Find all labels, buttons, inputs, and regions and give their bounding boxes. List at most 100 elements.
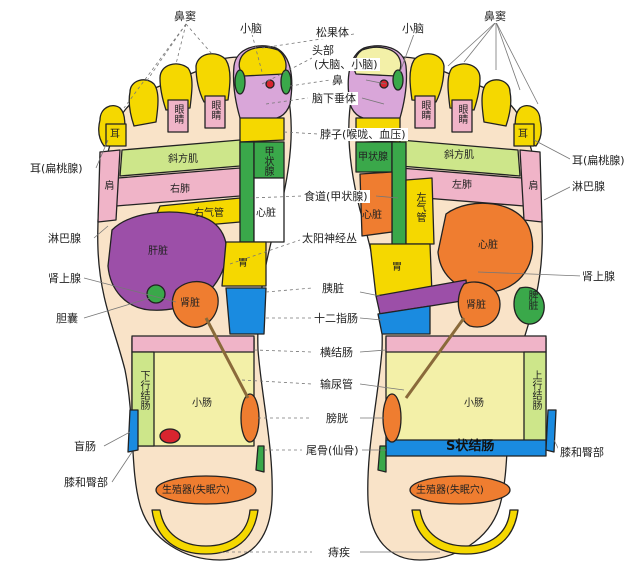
label-hemorrhoid: 痔疾 <box>326 546 352 559</box>
left-transverse-colon <box>131 335 255 353</box>
left-heart-box <box>253 177 285 243</box>
label-cerebellum-right: 小脑 <box>400 22 426 35</box>
label-gallbladder: 胆囊 <box>54 312 80 325</box>
right-heart <box>437 202 534 293</box>
leader-lines <box>83 21 583 553</box>
left-neck-band <box>239 117 285 143</box>
label-ear-left: 耳(扁桃腺) <box>28 162 85 175</box>
label-pancreas: 胰脏 <box>320 282 346 295</box>
left-thyroid-box <box>253 141 285 179</box>
label-knee-left: 膝和臀部 <box>62 476 110 489</box>
label-appendix: 盲肠 <box>72 440 98 453</box>
right-eye-box-1 <box>451 99 473 133</box>
left-region-ear: 耳 <box>110 129 120 140</box>
label-neck: 脖子(喉咙、血压) <box>318 128 408 141</box>
right-cerebellum-marker <box>392 69 404 91</box>
right-bronchus <box>405 177 435 245</box>
right-region-shoulder: 肩 <box>526 180 537 190</box>
label-head: 头部 <box>310 44 336 57</box>
label-transverse-colon: 横结肠 <box>318 346 355 359</box>
label-adrenal-right: 肾上腺 <box>580 270 617 283</box>
right-region-small-intestine: 小肠 <box>464 398 484 409</box>
right-region-trapezius: 斜方肌 <box>444 150 474 161</box>
left-kidney <box>171 280 219 328</box>
left-toe-2 <box>195 53 231 103</box>
left-region-descending-colon: 下行结肠 <box>138 370 149 410</box>
left-ureter <box>204 317 250 399</box>
left-hemorrhoid-arc <box>151 509 259 555</box>
left-stomach <box>221 241 267 287</box>
right-region-sigmoid-colon: S状结肠 <box>446 439 495 454</box>
right-region-lung: 左肺 <box>452 180 472 191</box>
label-lymph-left: 淋巴腺 <box>46 232 83 245</box>
label-sinus-left: 鼻窦 <box>172 10 198 23</box>
right-ureter <box>404 317 466 399</box>
right-ear-box <box>513 123 535 147</box>
left-bladder <box>240 393 260 443</box>
right-region-heart-small: 心脏 <box>362 210 382 221</box>
right-esophagus-strip <box>391 141 407 253</box>
left-region-heart: 心脏 <box>256 208 276 219</box>
label-coccyx: 尾骨(仙骨) <box>304 444 361 457</box>
label-adrenal-left: 肾上腺 <box>46 272 83 285</box>
label-ear-right: 耳(扁桃腺) <box>570 154 627 167</box>
left-region-kidney: 肾脏 <box>180 298 200 309</box>
left-region-bronchus: 右气管 <box>194 208 224 219</box>
left-region-shoulder: 肩 <box>102 180 113 190</box>
left-gallbladder <box>146 284 166 304</box>
right-region-ear: 耳 <box>518 129 528 140</box>
label-brain: (大脑、小脑) <box>312 58 380 71</box>
label-nose: 鼻 <box>330 74 345 87</box>
right-region-stomach: 胃 <box>392 262 402 273</box>
right-bladder <box>382 393 402 443</box>
right-toe-3 <box>447 63 481 111</box>
left-toe-3 <box>159 63 193 111</box>
right-region-kidney: 肾脏 <box>466 300 486 311</box>
right-region-heart: 心脏 <box>478 240 498 251</box>
right-heart-small <box>359 171 393 237</box>
left-region-lung: 右肺 <box>170 184 190 195</box>
right-region-spleen: 脾脏 <box>526 290 537 310</box>
left-hip-marker <box>255 445 265 473</box>
left-eye-box-2 <box>204 95 226 129</box>
left-region-eye-2: 眼睛 <box>209 100 220 120</box>
label-pineal: 松果体 <box>314 26 351 39</box>
right-region-thyroid: 甲状腺 <box>358 152 388 163</box>
left-region-thyroid: 甲状腺 <box>262 146 273 176</box>
right-genital <box>409 475 511 505</box>
left-region-genital: 生殖器(失眠穴) <box>162 485 230 496</box>
label-knee-right: 膝和臀部 <box>558 446 606 459</box>
left-eye-box-1 <box>167 99 189 133</box>
left-pineal-marker <box>234 69 246 95</box>
right-region-bronchus: 左气管 <box>414 192 425 222</box>
label-pituitary: 脑下垂体 <box>310 92 358 105</box>
left-toe-4 <box>128 79 159 127</box>
label-lymph-right: 淋巴腺 <box>570 180 607 193</box>
left-pancreas <box>225 287 267 335</box>
right-region-eye-1: 眼睛 <box>456 104 467 124</box>
left-appendix <box>159 428 181 444</box>
label-esophagus: 食道(甲状腺) <box>302 190 370 203</box>
right-kidney <box>457 281 501 328</box>
left-knee-marker <box>127 409 139 453</box>
left-big-toe-tip <box>238 46 287 77</box>
label-ureter: 输尿管 <box>318 378 355 391</box>
label-cerebellum-left: 小脑 <box>238 22 264 35</box>
right-toe-2 <box>409 53 445 103</box>
right-region-eye-2: 眼睛 <box>419 100 430 120</box>
left-thyroid-strip <box>239 141 255 243</box>
left-ear-box <box>105 123 127 147</box>
label-solar-plexus: 太阳神经丛 <box>300 232 359 245</box>
right-hip-marker <box>377 445 387 473</box>
right-duodenum <box>377 305 431 335</box>
left-region-eye-1: 眼睛 <box>172 104 183 124</box>
left-region-liver: 肝脏 <box>148 246 168 257</box>
right-region-ascending-colon: 上行结肠 <box>530 370 541 410</box>
left-nose-dot <box>265 79 275 89</box>
left-cerebellum-marker <box>280 69 292 95</box>
right-toe-4 <box>481 79 512 127</box>
left-region-trapezius: 斜方肌 <box>168 154 198 165</box>
left-shoulder <box>97 149 121 223</box>
right-eye-box-2 <box>414 95 436 129</box>
